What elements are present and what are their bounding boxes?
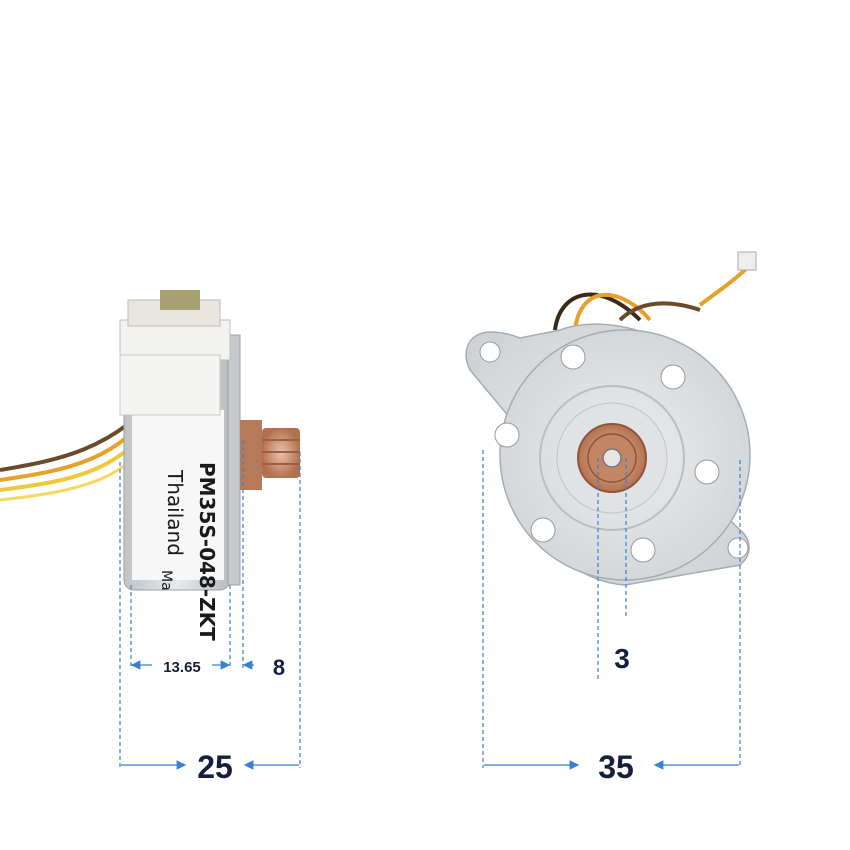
dimension-lines [119,440,741,768]
dim-shaft-length: 8 [273,655,285,680]
motor-partial-label: Ma [158,570,174,591]
motor-model-label: PM35S-048-ZKT [195,462,219,641]
side-view-motor: PM35S-048-ZKT Thailand Ma [0,290,300,641]
dim-width: 35 [598,749,634,785]
dim-shaft-diameter: 3 [614,643,630,674]
motor-country-label: Thailand [163,469,187,556]
front-view-motor [465,251,757,586]
dim-total-depth: 25 [197,749,233,785]
dim-body-depth: 13.65 [163,659,201,676]
dimension-arrows [121,660,739,770]
